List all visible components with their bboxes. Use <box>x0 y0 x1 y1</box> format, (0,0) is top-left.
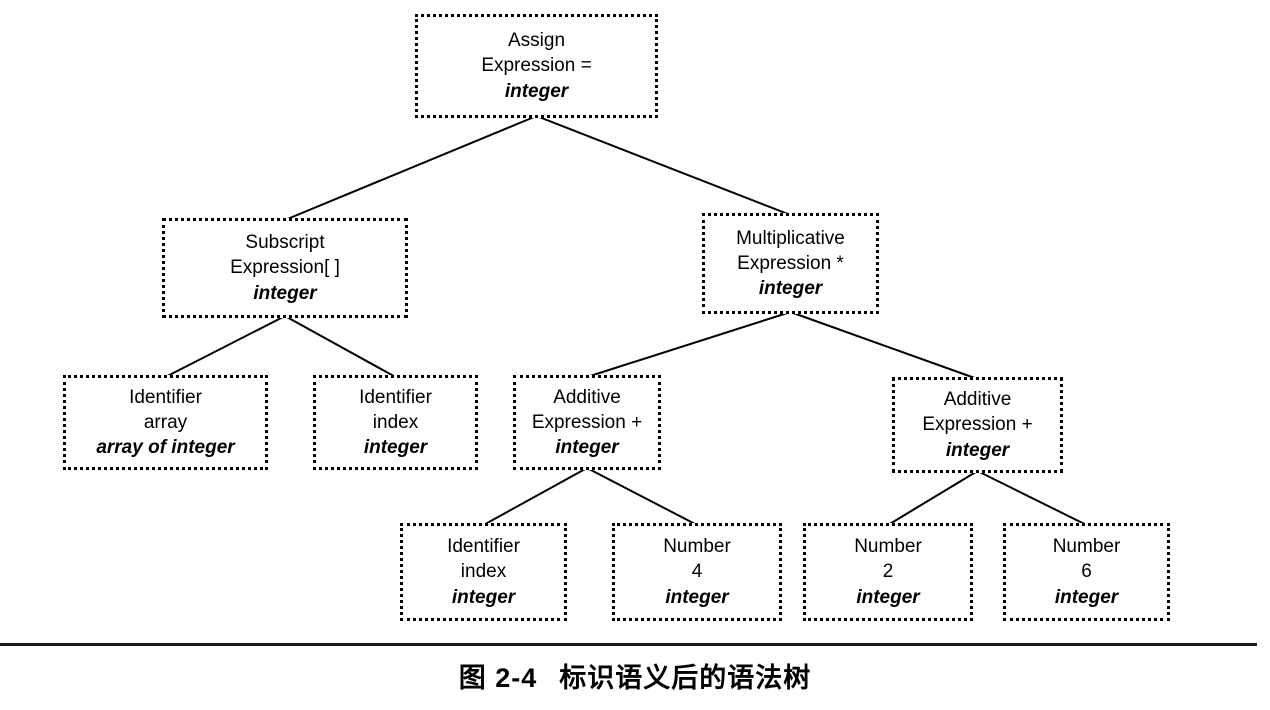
node-type: integer <box>856 586 920 608</box>
node-subscript: Subscript Expression[ ] integer <box>162 218 408 318</box>
figure-divider <box>0 643 1257 646</box>
node-detail: 2 <box>882 561 894 583</box>
node-name: Assign <box>507 30 566 52</box>
node-number-2: Number 2 integer <box>803 523 973 621</box>
node-identifier-index-2: Identifier index integer <box>400 523 567 621</box>
node-detail: Expression * <box>737 252 844 274</box>
node-type: integer <box>1054 586 1119 608</box>
node-detail: Expression + <box>531 411 643 433</box>
figure-caption: 图 2-4 标识语义后的语法树 <box>0 656 1270 695</box>
node-detail: Expression + <box>922 414 1033 436</box>
node-detail: Expression[ ] <box>230 257 340 279</box>
node-type: integer <box>555 437 619 459</box>
node-assign: Assign Expression = integer <box>415 14 658 118</box>
node-type: array of integer <box>96 437 235 459</box>
node-detail: Expression = <box>481 55 592 77</box>
node-detail: array <box>143 411 188 433</box>
node-type: integer <box>253 282 317 304</box>
node-additive-right: Additive Expression + integer <box>892 377 1063 473</box>
node-detail: 4 <box>691 561 703 583</box>
node-detail: index <box>460 561 507 583</box>
node-name: Number <box>1052 536 1121 558</box>
node-type: integer <box>758 278 823 300</box>
node-name: Identifier <box>129 386 202 408</box>
node-identifier-array: Identifier array array of integer <box>63 375 268 470</box>
node-name: Identifier <box>447 536 520 558</box>
node-detail: index <box>372 411 419 433</box>
node-type: integer <box>451 586 516 608</box>
node-identifier-index: Identifier index integer <box>313 375 478 470</box>
node-name: Additive <box>553 386 621 408</box>
node-number-6: Number 6 integer <box>1003 523 1170 621</box>
node-type: integer <box>665 586 729 608</box>
node-name: Identifier <box>359 386 432 408</box>
node-additive-left: Additive Expression + integer <box>513 375 661 470</box>
node-type: integer <box>945 439 1010 461</box>
node-name: Number <box>663 536 731 558</box>
node-type: integer <box>504 80 569 102</box>
figure-caption-title: 标识语义后的语法树 <box>559 663 812 693</box>
figure-caption-label: 图 2-4 <box>458 663 538 693</box>
node-type: integer <box>363 437 428 459</box>
node-name: Multiplicative <box>736 227 845 249</box>
node-name: Number <box>854 536 922 558</box>
node-name: Subscript <box>245 232 325 254</box>
node-name: Additive <box>943 389 1012 411</box>
node-detail: 6 <box>1081 561 1092 583</box>
node-multiplicative: Multiplicative Expression * integer <box>702 213 879 314</box>
node-number-4: Number 4 integer <box>612 523 782 621</box>
